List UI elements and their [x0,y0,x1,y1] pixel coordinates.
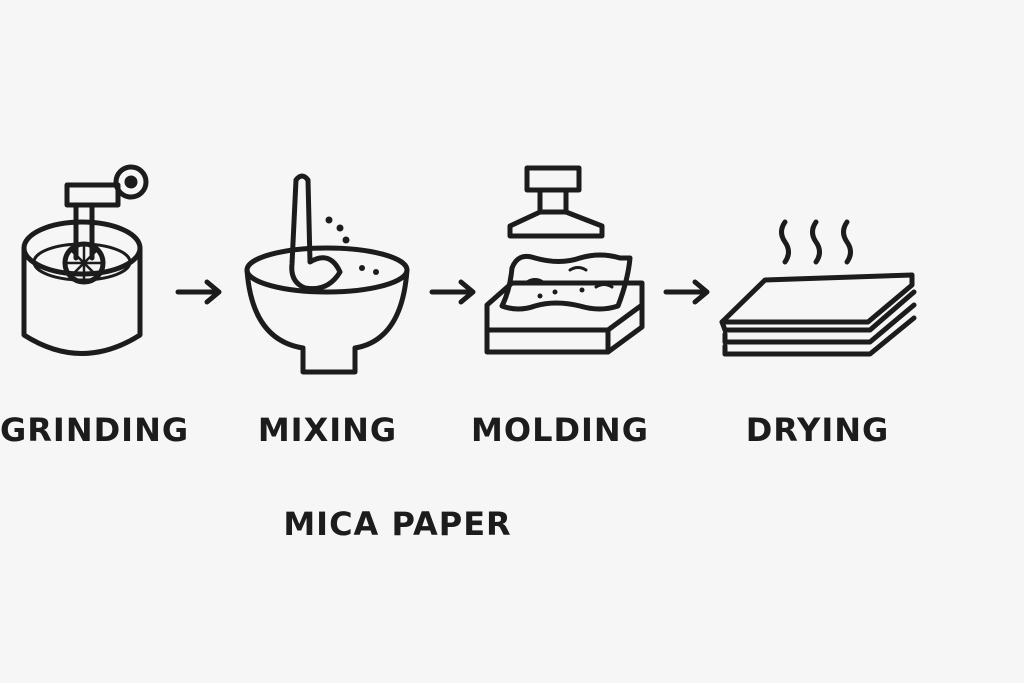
step-label-molding: MOLDING [471,411,649,449]
drying-sheets-icon [719,219,917,357]
arrow-icon [429,279,476,305]
step-label-grinding: GRINDING [0,411,190,449]
step-label-drying: DRYING [745,411,890,449]
step-label-mixing: MIXING [257,411,398,449]
diagram-caption: MICA PAPER [283,505,512,543]
arrow-icon [663,279,710,305]
mixing-bowl-icon [244,173,410,375]
press-mold-icon [484,165,645,355]
arrow-icon [175,279,222,305]
grinder-icon [21,164,149,356]
